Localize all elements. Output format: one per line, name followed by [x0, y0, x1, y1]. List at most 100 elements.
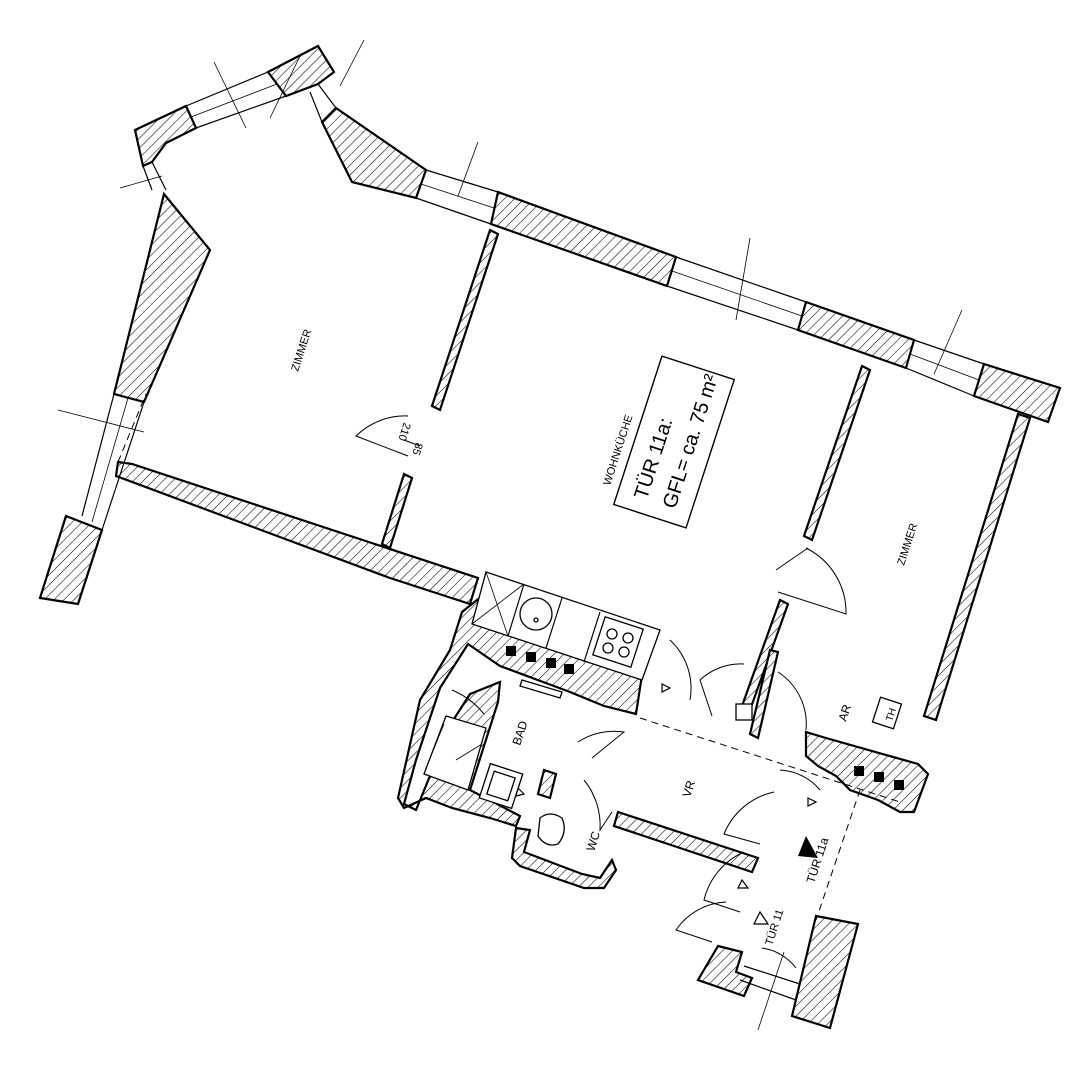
room-label-bad: BAD — [510, 719, 531, 747]
axis-line — [735, 237, 751, 321]
shaft — [564, 664, 574, 674]
dashed-line — [117, 393, 147, 463]
wc-bowl — [537, 813, 565, 846]
wall-top-3 — [972, 362, 1062, 424]
counter-divider — [507, 583, 525, 637]
partition-ar — [748, 648, 780, 740]
window-top-1b — [415, 197, 492, 225]
room-label-wc: WC — [584, 829, 604, 853]
window-entry-b — [739, 979, 797, 1001]
door-marker — [661, 683, 672, 693]
stove-burner — [602, 642, 614, 654]
window-top-1a — [425, 169, 499, 193]
shower-line — [455, 743, 483, 761]
window-left-c — [91, 397, 129, 523]
door-swings — [355, 415, 847, 969]
window-entry-a — [743, 965, 801, 985]
wall-top-2 — [796, 300, 916, 370]
wall-top-1 — [489, 190, 678, 288]
washbasin-inner — [486, 770, 516, 802]
wall-entry-left — [696, 944, 754, 998]
stove — [591, 615, 645, 669]
window-top-1c — [420, 183, 495, 209]
partition-zimmer-wohn-upper — [430, 228, 500, 412]
door-swing-bad-2 — [577, 730, 626, 759]
axis-line — [339, 39, 365, 87]
wall-partition-wc — [536, 768, 558, 800]
window-left-b — [101, 401, 145, 531]
window-top-3a — [913, 339, 985, 365]
door-swing-ar — [777, 671, 807, 731]
stove-burner — [622, 632, 634, 644]
counter-divider — [545, 597, 563, 649]
wall-bay-top-left — [133, 104, 198, 168]
column-stub — [735, 703, 753, 721]
window-top-3c — [909, 353, 980, 381]
axis-line — [269, 55, 301, 119]
door-swing-zimmer-right — [777, 547, 847, 615]
shaft — [546, 658, 556, 668]
room-label-zimmer-right: ZIMMER — [895, 522, 920, 567]
axis-line — [119, 175, 163, 189]
window-bay-right-b — [309, 91, 323, 123]
axis-line — [933, 309, 963, 375]
wall-corridor-2 — [510, 826, 618, 890]
door-swing-zimmer — [355, 415, 409, 457]
counter-divider — [583, 611, 601, 663]
area-box: TÜR 11a: GFL= ca. 75 m² — [612, 355, 736, 529]
window-bay-right — [317, 83, 337, 109]
sink-drain — [533, 617, 539, 623]
entry-arrow-tuer11 — [753, 910, 770, 925]
windows — [57, 39, 985, 1031]
window-top-2b — [666, 285, 799, 331]
room-label-th: TH — [884, 707, 899, 723]
door-swing-bad — [451, 689, 485, 715]
door-label-tuer11: TÜR 11 — [763, 908, 786, 947]
partition-wohn-zimmer-right-upper — [802, 364, 872, 542]
wall-bay-top — [266, 44, 336, 98]
door-marker — [737, 878, 750, 889]
shower-line — [425, 723, 445, 769]
th-box — [871, 696, 903, 730]
wall-bay-right — [320, 106, 428, 200]
window-top-3b — [905, 367, 975, 397]
door-dim-height: 210 — [395, 421, 412, 442]
counter-cross — [485, 571, 509, 637]
window-bay-top-inner — [195, 95, 287, 129]
axis-line — [757, 951, 785, 1031]
window-bay-left — [142, 165, 153, 191]
shaft — [526, 652, 536, 662]
entry-arrow-tuer11a — [798, 836, 818, 858]
shaft — [874, 772, 884, 782]
wall-left-lower — [38, 514, 104, 606]
counter-cross — [471, 583, 525, 625]
radiator — [519, 679, 563, 699]
wall-ar-block — [804, 730, 930, 814]
dashed-line-top — [351, 181, 417, 199]
stove-burner — [618, 646, 630, 658]
partition-zimmer-wohn-lower — [380, 472, 414, 550]
shaft — [854, 766, 864, 776]
room-label-ar: AR — [836, 702, 855, 722]
door-swing-entry — [761, 947, 797, 969]
door-marker — [807, 797, 818, 807]
window-bay-left-b — [151, 161, 167, 191]
axis-line — [457, 141, 479, 197]
wall-right — [922, 412, 1032, 722]
wall-left-upper — [112, 191, 212, 404]
window-top-2c — [671, 270, 803, 317]
room-label-vr: VR — [680, 778, 699, 798]
shaft — [894, 780, 904, 790]
sink-bowl — [519, 597, 553, 631]
door-swing-double-a — [699, 663, 745, 717]
door-dim-divider — [403, 439, 421, 447]
window-top-2a — [675, 256, 807, 303]
dashed-line-vr — [639, 717, 901, 803]
door-dim-width: 85 — [409, 441, 424, 456]
door-swing-wc — [583, 779, 613, 832]
wall-zimmer-bottom — [114, 460, 480, 606]
door-swing-vr — [779, 769, 821, 791]
room-label-zimmer: ZIMMER — [289, 328, 314, 373]
wall-entry-right — [790, 914, 860, 1030]
